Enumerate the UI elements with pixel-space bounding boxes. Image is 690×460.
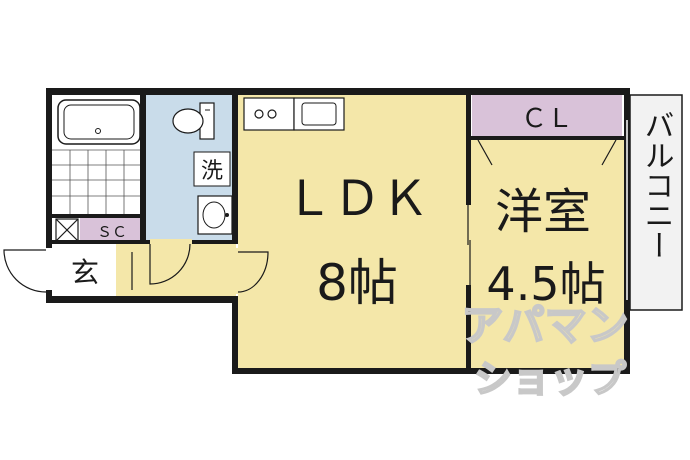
toilet-icon [172,102,215,140]
sink-icon [197,195,233,235]
bathtub-drain [95,128,101,134]
western-room-name-label: 洋室 [495,184,591,240]
storage-x-mark [55,218,79,242]
ldk-size-label: 8帖 [316,254,398,312]
balcony-floor [629,94,683,311]
storage-label: ＳＣ [97,223,127,241]
washroom-label-box [193,151,231,187]
washroom-label: 洗 [201,159,223,184]
hall-floor [116,244,236,296]
storage-fill [80,218,142,242]
washroom-door-gap [150,239,192,245]
ldk-name-label: ＬＤＫ [285,171,429,227]
kitchen-sink-icon [293,97,345,131]
entrance-door-gap [45,249,53,289]
watermark-line2: ショップ [474,357,626,401]
balcony-label: バルコニー [639,110,674,260]
closet-fill [472,95,622,138]
western-room-size-label: 4.5帖 [486,257,605,311]
sliding-doors [467,139,617,285]
entrance-label: 玄 [71,256,99,289]
ldk-floor [238,95,470,368]
stove-icon [243,97,295,131]
door-swings [3,243,269,293]
bath-tile-grid [52,149,144,215]
ldk-door-gap [231,248,239,294]
bathtub-inner [63,104,135,140]
western-room-floor [470,140,625,368]
closet-label: ＣＬ [521,104,573,134]
watermark-line1: アパマン [461,301,628,350]
